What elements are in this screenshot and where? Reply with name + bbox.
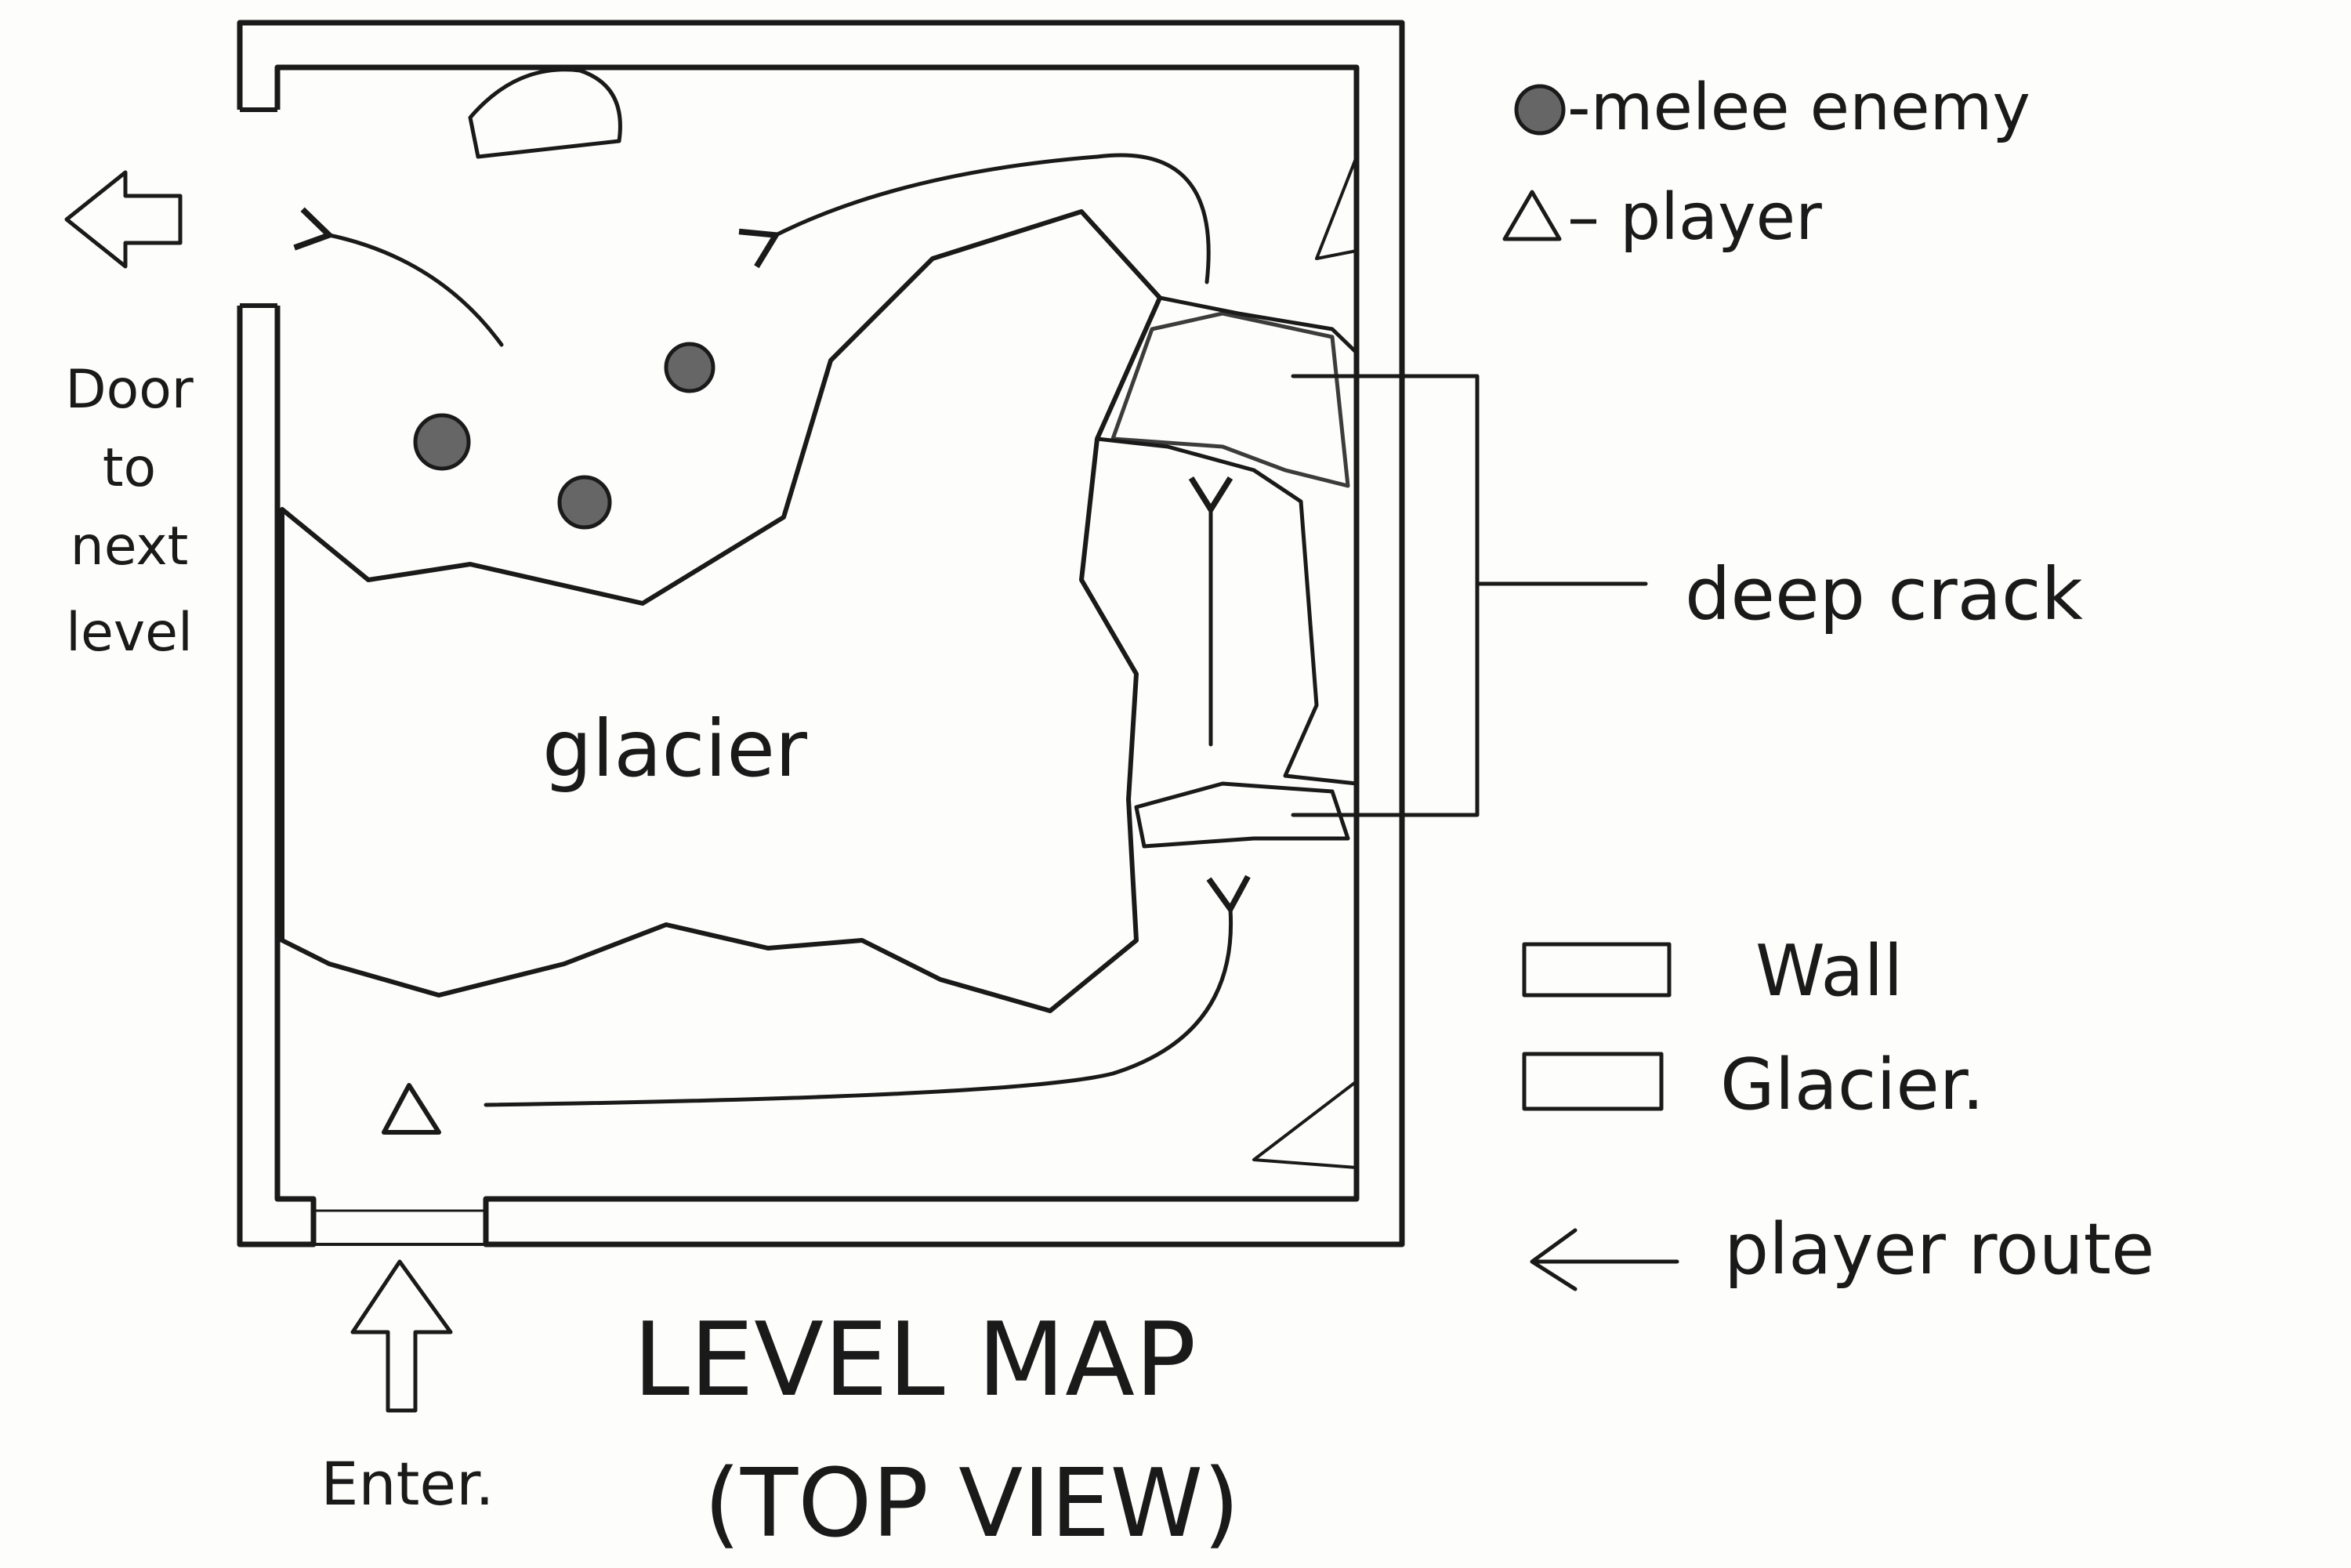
- melee-enemy-icon: [664, 342, 715, 393]
- deep-crack-label: deep crack: [1685, 552, 2084, 636]
- legend-glacier-swatch: [1522, 1052, 1664, 1111]
- outer-walls: [237, 20, 1405, 1248]
- legend-enemy-icon: [1514, 84, 1566, 136]
- door-exit-arrow-icon: [64, 170, 183, 269]
- legend-enemy-label: -melee enemy: [1567, 71, 2030, 145]
- left-door-gap: [235, 107, 282, 308]
- door-label-line: next: [71, 516, 189, 578]
- enter-label: Enter.: [321, 1449, 494, 1519]
- page-subtitle: (TOP VIEW): [704, 1450, 1240, 1559]
- page-title: LEVEL MAP: [633, 1300, 1197, 1419]
- legend-route-label: player route: [1724, 1208, 2154, 1291]
- legend-player-label: – player: [1567, 180, 1822, 255]
- legend: -melee enemy – player Wall Glacier. play…: [1502, 71, 2154, 1291]
- glacier-map-label: glacier: [542, 703, 808, 795]
- door-label: Door to next level: [65, 359, 194, 664]
- melee-enemy-icon: [413, 413, 471, 471]
- door-label-line: level: [66, 602, 193, 664]
- door-label-line: Door: [65, 359, 194, 421]
- glacier-right-strip: [1095, 295, 1359, 786]
- glacier-corner-right: [1315, 155, 1358, 260]
- legend-route-arrow-icon: [1530, 1228, 1679, 1291]
- entrance-gap: [313, 1209, 486, 1246]
- glacier-top-blob: [468, 67, 622, 159]
- player-route: [293, 153, 1251, 1107]
- legend-player-icon: [1502, 190, 1562, 241]
- melee-enemy-icon: [557, 475, 612, 530]
- crack-bracket: [1291, 374, 1648, 817]
- legend-glacier-label: Glacier.: [1720, 1044, 1984, 1126]
- melee-enemies: [413, 342, 715, 530]
- legend-wall-swatch: [1522, 942, 1672, 998]
- door-label-line: to: [103, 437, 156, 499]
- enter-arrow-icon: [350, 1259, 453, 1413]
- player-icon: [382, 1083, 441, 1135]
- legend-wall-label: Wall: [1755, 930, 1903, 1012]
- deep-crack-bottom: [1134, 781, 1350, 849]
- glacier-corner-bottom: [1252, 1080, 1358, 1169]
- glacier-region: [280, 209, 1162, 1013]
- deep-crack-top: [1110, 311, 1350, 488]
